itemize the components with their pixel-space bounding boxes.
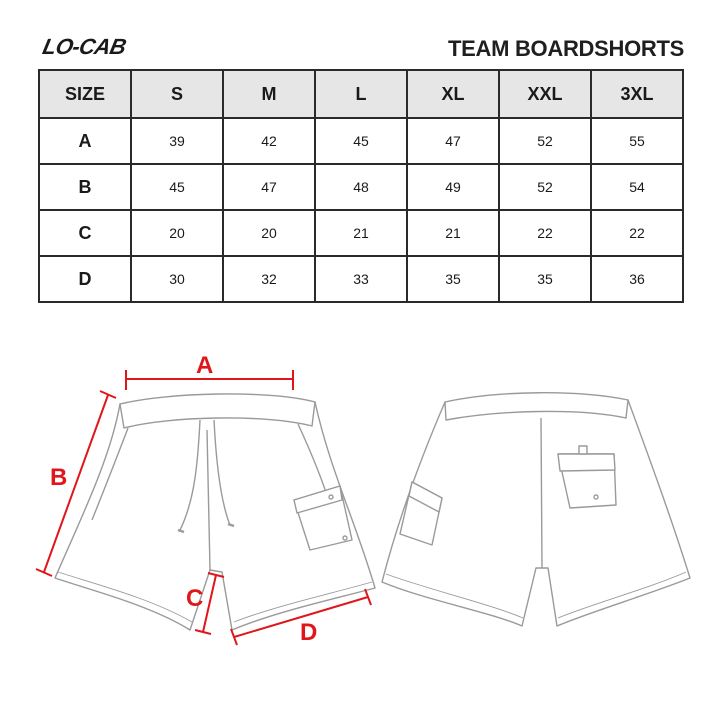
table-row: B 45 47 48 49 52 54 [38, 163, 684, 211]
column-header-l: L [314, 69, 408, 119]
table-cell: 35 [498, 255, 592, 303]
brand-logo: LO-CAB [40, 34, 128, 59]
measure-label-c: C [186, 585, 203, 612]
table-cell: 21 [314, 209, 408, 257]
table-cell: 32 [222, 255, 316, 303]
column-header-xxl: XXL [498, 69, 592, 119]
table-cell: 22 [590, 209, 684, 257]
table-cell: 45 [314, 117, 408, 165]
row-label: C [38, 209, 132, 257]
table-row: C 20 20 21 21 22 22 [38, 209, 684, 257]
table-cell: 48 [314, 163, 408, 211]
table-cell: 21 [406, 209, 500, 257]
column-header-3xl: 3XL [590, 69, 684, 119]
table-row: A 39 42 45 47 52 55 [38, 117, 684, 165]
table-cell: 45 [130, 163, 224, 211]
measure-label-a: A [196, 352, 213, 379]
table-cell: 35 [406, 255, 500, 303]
table-cell: 47 [406, 117, 500, 165]
table-cell: 20 [130, 209, 224, 257]
row-label: A [38, 117, 132, 165]
measure-label-d: D [300, 619, 317, 646]
table-cell: 55 [590, 117, 684, 165]
column-header-size: SIZE [38, 69, 132, 119]
table-cell: 33 [314, 255, 408, 303]
measure-line-b [43, 394, 109, 573]
table-header-row: SIZE S M L XL XXL 3XL [38, 69, 684, 119]
size-chart-table: SIZE S M L XL XXL 3XL A 39 42 45 47 52 5… [38, 69, 684, 303]
table-cell: 36 [590, 255, 684, 303]
measurement-lines [35, 370, 372, 646]
row-label: D [38, 255, 132, 303]
measure-line-d [233, 596, 369, 638]
column-header-s: S [130, 69, 224, 119]
page-title: TEAM BOARDSHORTS [448, 36, 684, 61]
shorts-front-illustration [54, 393, 376, 631]
table-cell: 30 [130, 255, 224, 303]
table-cell: 42 [222, 117, 316, 165]
measurement-diagram: A B C D [35, 352, 691, 646]
table-cell: 52 [498, 163, 592, 211]
shorts-back-illustration [381, 392, 691, 627]
table-cell: 52 [498, 117, 592, 165]
table-cell: 54 [590, 163, 684, 211]
row-label: B [38, 163, 132, 211]
table-cell: 22 [498, 209, 592, 257]
table-row: D 30 32 33 35 35 36 [38, 255, 684, 303]
measure-label-b: B [50, 464, 67, 491]
table-cell: 20 [222, 209, 316, 257]
table-cell: 47 [222, 163, 316, 211]
brand-logo-text: LO-CAB [40, 34, 128, 59]
column-header-xl: XL [406, 69, 500, 119]
table-cell: 39 [130, 117, 224, 165]
measure-line-c [202, 574, 217, 633]
table-cell: 49 [406, 163, 500, 211]
column-header-m: M [222, 69, 316, 119]
